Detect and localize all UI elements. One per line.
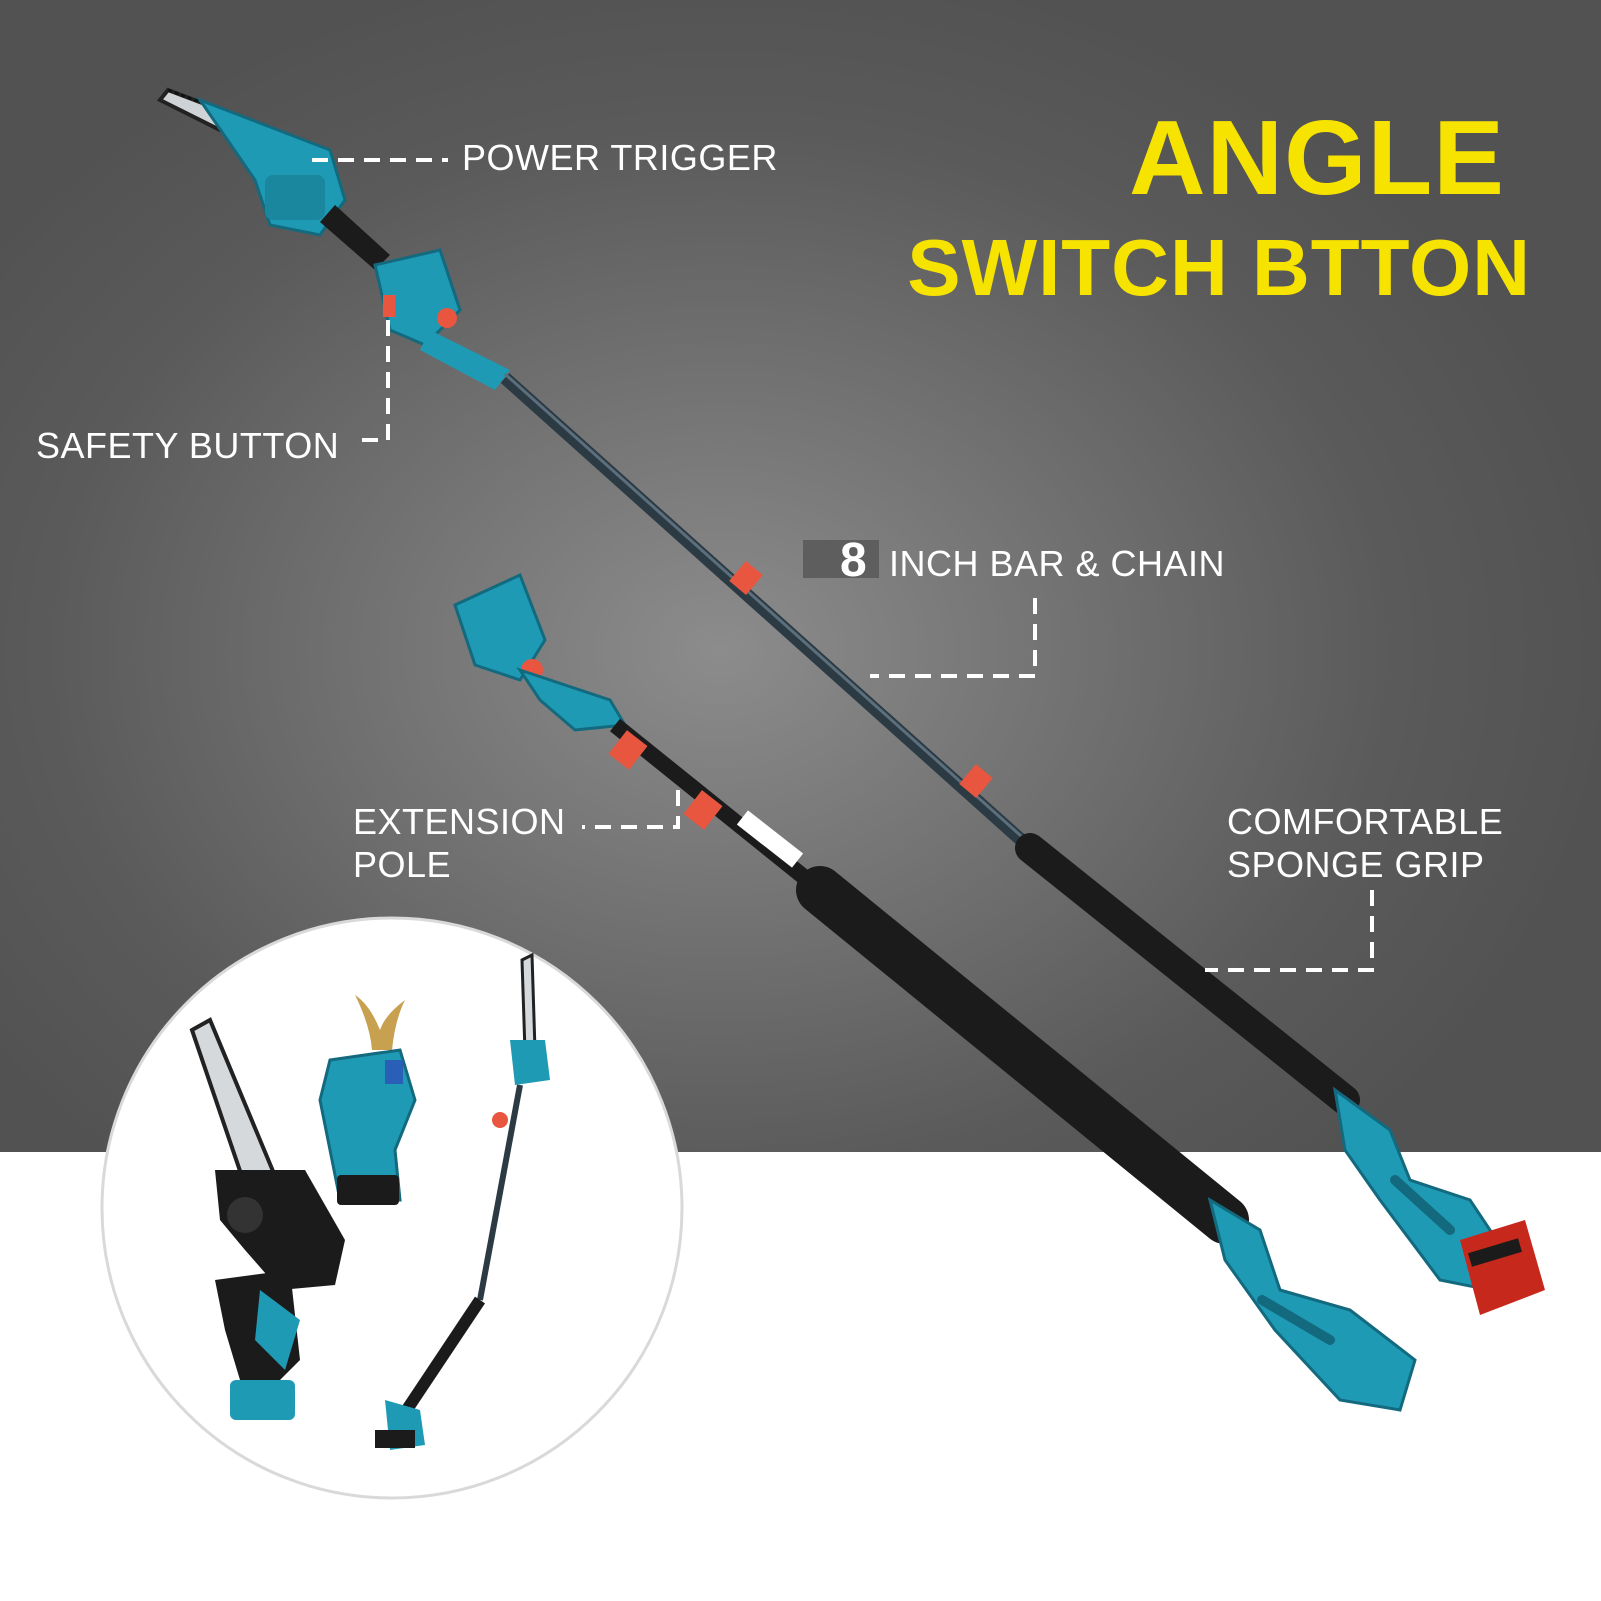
bar-length-number: 8 bbox=[840, 534, 867, 587]
headline-angle: ANGLE bbox=[1129, 99, 1505, 217]
bar-length-badge bbox=[803, 540, 879, 578]
extension-pole-line1: EXTENSION bbox=[353, 801, 566, 842]
mini-chainsaw-icon bbox=[189, 1017, 345, 1420]
safety-button-label: SAFETY BUTTON bbox=[36, 425, 340, 466]
bar-chain-label: INCH BAR & CHAIN bbox=[889, 543, 1226, 584]
accessory-inset bbox=[100, 916, 684, 1500]
callout-lines bbox=[312, 158, 1374, 972]
extension-pole-label: EXTENSION POLE bbox=[353, 800, 566, 886]
sponge-grip-line1: COMFORTABLE bbox=[1227, 801, 1504, 842]
headline-switch-button: SWITCH BTTON bbox=[907, 223, 1531, 312]
sponge-grip-line2: SPONGE GRIP bbox=[1227, 844, 1485, 885]
sponge-grip-label: COMFORTABLE SPONGE GRIP bbox=[1227, 800, 1503, 886]
power-trigger-label: POWER TRIGGER bbox=[462, 137, 778, 178]
extension-pole-icon bbox=[453, 572, 1417, 1412]
extension-pole-line2: POLE bbox=[353, 844, 452, 885]
pruning-shears-icon bbox=[318, 995, 417, 1205]
pole-saw-icon bbox=[156, 87, 1545, 1315]
small-pole-saw-icon bbox=[375, 952, 550, 1450]
